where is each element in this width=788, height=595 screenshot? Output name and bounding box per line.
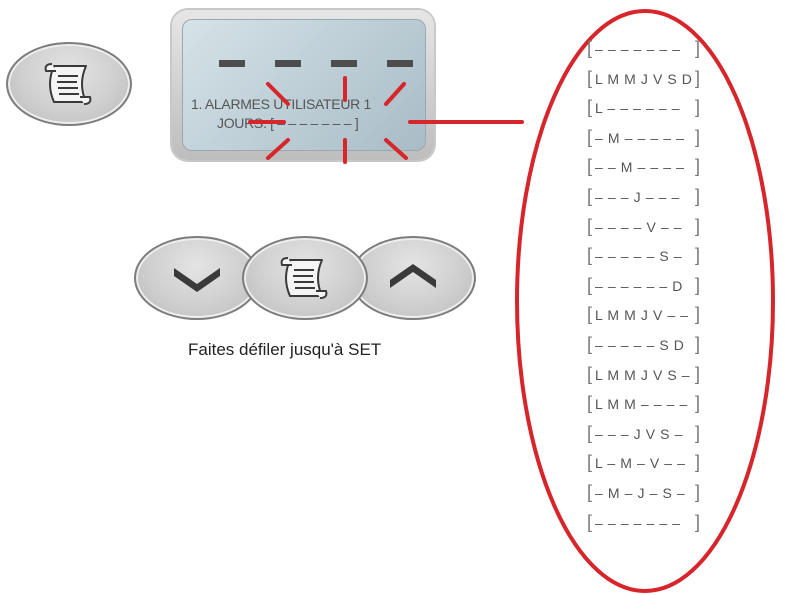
bracket-right: ]	[695, 363, 701, 384]
bracket-left: [	[587, 393, 593, 414]
bracket-left: [	[587, 363, 593, 384]
day-option-label: – – – – – S D	[595, 337, 685, 353]
day-option-label: L – – – – – –	[595, 100, 681, 117]
bracket-right: ]	[695, 38, 701, 58]
bracket-right: ]	[695, 186, 701, 206]
bracket-left: [	[587, 67, 593, 88]
chevron-down-icon	[174, 268, 220, 292]
blink-ray	[266, 138, 290, 160]
chevron-up-icon	[390, 264, 436, 288]
bracket-right: ]	[695, 97, 701, 118]
lcd-segment	[331, 60, 357, 67]
bracket-left: [	[587, 126, 593, 147]
day-option-label: L M M J V – –	[595, 307, 689, 324]
day-option-label: L M M J V S D	[595, 70, 693, 87]
day-option-label: – M – J – S –	[595, 485, 686, 501]
day-option-label: – – – – – – D	[595, 277, 683, 294]
bracket-right: ]	[695, 452, 701, 473]
bracket-left: [	[587, 156, 593, 177]
bracket-right: ]	[695, 215, 701, 236]
bracket-left: [	[587, 245, 593, 266]
day-option-label: – M – – – – –	[595, 129, 685, 146]
bracket-right: ]	[695, 274, 701, 295]
day-option-label: – – – – – S –	[595, 248, 683, 265]
lcd-line-1: 1. ALARMES UTILISATEUR 1	[191, 96, 372, 112]
bracket-left: [	[587, 38, 593, 58]
day-option-label: – – – J V S –	[595, 425, 683, 442]
bracket-right: ]	[695, 422, 701, 443]
day-option-label: – – – – – – –	[595, 514, 681, 531]
bracket-left: [	[587, 334, 593, 354]
bracket-left: [	[587, 452, 593, 473]
instruction-caption: Faites défiler jusqu'à SET	[188, 340, 382, 359]
bracket-left: [	[587, 274, 593, 295]
options-ellipse	[515, 9, 775, 593]
lcd-line-2: JOURS: [ – – – – – – – ]	[217, 115, 359, 131]
day-option-label: – – – – – – –	[595, 41, 681, 57]
day-option-label: L M M – – – –	[595, 396, 688, 413]
day-option-label: – – M – – – –	[595, 159, 685, 176]
up-button[interactable]	[350, 236, 476, 320]
bracket-left: [	[587, 511, 593, 532]
bracket-right: ]	[695, 334, 701, 354]
bracket-left: [	[587, 97, 593, 118]
bracket-right: ]	[695, 156, 701, 177]
blink-ray	[266, 82, 290, 106]
bracket-left: [	[587, 186, 593, 206]
day-option-label: L – M – V – –	[595, 455, 686, 472]
lcd-display: 1. ALARMES UTILISATEUR 1 JOURS: [ – – – …	[172, 10, 434, 160]
scroll-icon	[280, 257, 328, 299]
day-option-label: – – – J – – –	[595, 189, 680, 205]
day-option-label: – – – – V – –	[595, 218, 683, 235]
bracket-right: ]	[695, 67, 701, 88]
menu-button[interactable]	[6, 42, 132, 126]
lcd-segment	[275, 60, 301, 67]
scroll-icon	[44, 63, 92, 105]
bracket-right: ]	[695, 393, 701, 414]
blink-ray	[384, 138, 408, 160]
lcd-screen: 1. ALARMES UTILISATEUR 1 JOURS: [ – – – …	[182, 19, 426, 151]
down-button[interactable]	[134, 236, 260, 320]
bracket-left: [	[587, 215, 593, 236]
bracket-right: ]	[695, 304, 701, 325]
bracket-right: ]	[695, 511, 701, 532]
bracket-left: [	[587, 422, 593, 443]
lcd-segment	[219, 60, 245, 67]
menu-button-center[interactable]	[242, 236, 368, 320]
bracket-left: [	[587, 482, 593, 502]
day-option-label: L M M J V S –	[595, 366, 691, 383]
bracket-right: ]	[695, 126, 701, 147]
lcd-segment	[387, 60, 413, 67]
bracket-left: [	[587, 304, 593, 325]
bracket-right: ]	[695, 245, 701, 266]
blink-ray	[384, 82, 406, 106]
bracket-right: ]	[695, 482, 701, 502]
